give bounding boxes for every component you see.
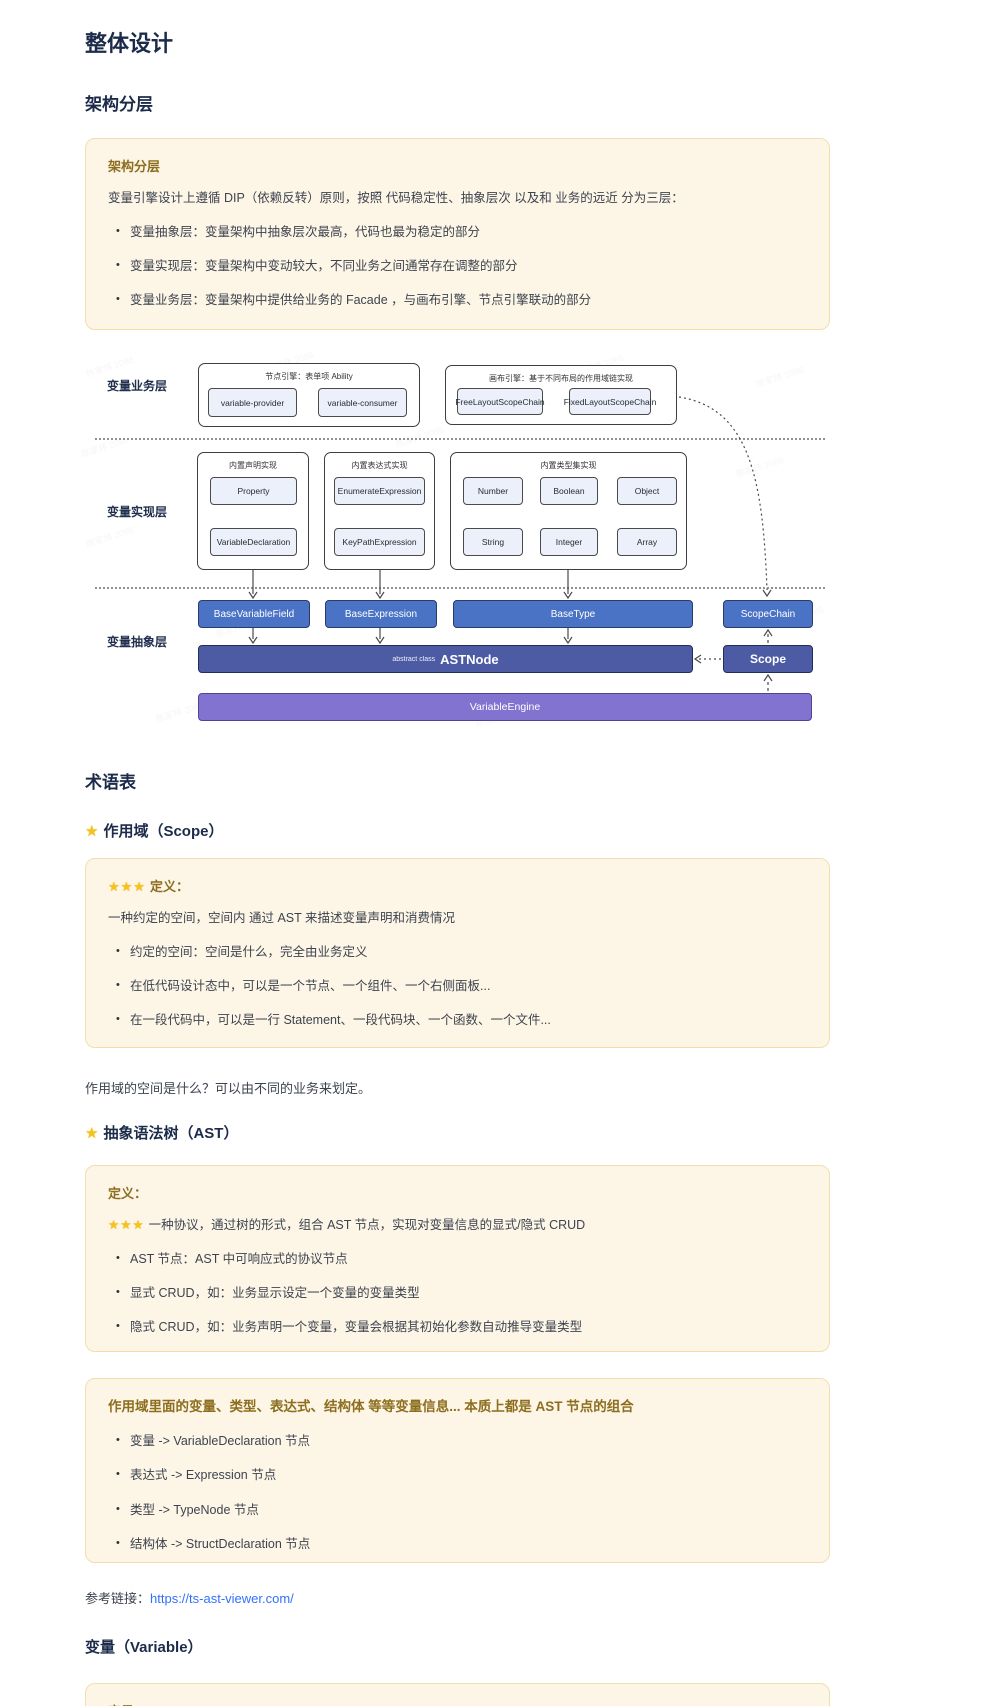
box-number: Number xyxy=(463,477,523,505)
list-item: 在低代码设计态中，可以是一个节点、一个组件、一个右侧面板... xyxy=(116,977,807,996)
box-baseexpression: BaseExpression xyxy=(325,600,437,628)
box-keypathexpression: KeyPathExpression xyxy=(334,528,425,556)
callout-title: ★★★定义： xyxy=(108,879,189,894)
list-item: 类型 -> TypeNode 节点 xyxy=(116,1501,807,1520)
list-item: AST 节点：AST 中可响应式的协议节点 xyxy=(116,1250,807,1269)
variable-callout-clipped: 变量： xyxy=(85,1683,830,1706)
list-item: 结构体 -> StructDeclaration 节点 xyxy=(116,1535,807,1554)
term-heading-variable: 变量（Variable） xyxy=(85,1639,203,1656)
box-boolean: Boolean xyxy=(540,477,598,505)
box-scope: Scope xyxy=(723,645,813,673)
list-item: 在一段代码中，可以是一行 Statement、一段代码块、一个函数、一个文件..… xyxy=(116,1011,807,1030)
star-icon: ★ xyxy=(85,1125,99,1142)
callout-body: 一种约定的空间，空间内 通过 AST 来描述变量声明和消费情况 xyxy=(108,911,456,926)
page-title: 整体设计 xyxy=(85,31,174,56)
layer-label-implementation: 变量实现层 xyxy=(107,505,168,519)
list-item: 变量实现层：变量架构中变动较大，不同业务之间通常存在调整的部分 xyxy=(116,257,807,276)
scope-definition-callout: ★★★定义： 一种约定的空间，空间内 通过 AST 来描述变量声明和消费情况 约… xyxy=(85,858,830,1048)
reference-label: 参考链接： xyxy=(85,1591,151,1606)
box-integer: Integer xyxy=(540,528,598,556)
astnode-name: ASTNode xyxy=(440,651,499,667)
callout-title: 变量： xyxy=(108,1702,807,1706)
layer-separator xyxy=(95,587,825,589)
reference-link[interactable]: https://ts-ast-viewer.com/ xyxy=(150,1591,294,1606)
group-title: 内置类型集实现 xyxy=(540,461,597,470)
watermark-text: 陈家炜 2086 xyxy=(79,434,131,460)
stars-icon: ★★★ xyxy=(108,879,146,894)
layer-label-business: 变量业务层 xyxy=(107,379,168,393)
group-title: 内置声明实现 xyxy=(229,461,277,470)
list-item: 表达式 -> Expression 节点 xyxy=(116,1466,807,1485)
list-item: 隐式 CRUD，如：业务声明一个变量，变量会根据其初始化参数自动推导变量类型 xyxy=(116,1318,807,1337)
watermark-text: 陈家炜 2086 xyxy=(754,364,806,390)
layer-label-abstraction: 变量抽象层 xyxy=(107,635,168,649)
box-astnode: abstract class ASTNode xyxy=(198,645,693,673)
callout-list: 变量 -> VariableDeclaration 节点 表达式 -> Expr… xyxy=(108,1432,807,1555)
callout-title: 定义： xyxy=(108,1186,148,1201)
term-heading-scope: ★作用域（Scope） xyxy=(85,823,224,840)
group-title: 内置表达式实现 xyxy=(351,461,408,470)
callout-list: 变量抽象层：变量架构中抽象层次最高，代码也最为稳定的部分 变量实现层：变量架构中… xyxy=(108,223,807,311)
watermark-text: 陈家炜 2086 xyxy=(734,454,786,480)
callout-title: 作用域里面的变量、类型、表达式、结构体 等等变量信息... 本质上都是 AST … xyxy=(108,1399,634,1414)
stars-icon: ★★★ xyxy=(108,1218,145,1233)
list-item: 显式 CRUD，如：业务显示设定一个变量的变量类型 xyxy=(116,1284,807,1303)
layer-separator xyxy=(95,438,825,440)
box-string: String xyxy=(463,528,523,556)
box-enumerateexpression: EnumerateExpression xyxy=(334,477,425,505)
box-variable-provider: variable-provider xyxy=(208,388,297,417)
star-icon: ★ xyxy=(85,823,99,840)
box-basevariablefield: BaseVariableField xyxy=(198,600,310,628)
ast-definition-callout: 定义： ★★★一种协议，通过树的形式，组合 AST 节点，实现对变量信息的显式/… xyxy=(85,1165,830,1352)
callout-body: ★★★一种协议，通过树的形式，组合 AST 节点，实现对变量信息的显式/隐式 C… xyxy=(108,1218,586,1233)
callout-title: 架构分层 xyxy=(108,159,161,174)
list-item: 变量 -> VariableDeclaration 节点 xyxy=(116,1432,807,1451)
box-array: Array xyxy=(617,528,677,556)
list-item: 变量业务层：变量架构中提供给业务的 Facade ，与画布引擎、节点引擎联动的部… xyxy=(116,291,807,310)
callout-list: AST 节点：AST 中可响应式的协议节点 显式 CRUD，如：业务显示设定一个… xyxy=(108,1250,807,1338)
list-item: 约定的空间：空间是什么，完全由业务定义 xyxy=(116,943,807,962)
box-object: Object xyxy=(617,477,677,505)
callout-intro: 变量引擎设计上遵循 DIP（依赖反转）原则，按照 代码稳定性、抽象层次 以及和 … xyxy=(108,191,684,206)
box-property: Property xyxy=(210,477,297,505)
box-variabledeclaration: VariableDeclaration xyxy=(210,528,297,556)
callout-list: 约定的空间：空间是什么，完全由业务定义 在低代码设计态中，可以是一个节点、一个组… xyxy=(108,943,807,1031)
box-scopechain: ScopeChain xyxy=(723,600,813,628)
reference-line: 参考链接：https://ts-ast-viewer.com/ xyxy=(85,1588,294,1607)
box-freelayout-scopechain: FreeLayoutScopeChain xyxy=(455,388,545,415)
architecture-callout: 架构分层 变量引擎设计上遵循 DIP（依赖反转）原则，按照 代码稳定性、抽象层次… xyxy=(85,138,830,330)
group-title: 画布引擎：基于不同布局的作用域链实现 xyxy=(489,374,633,383)
section-heading-glossary: 术语表 xyxy=(85,773,136,792)
group-title: 节点引擎：表单项 Ability xyxy=(265,372,353,381)
watermark-text: 陈家炜 2086 xyxy=(84,524,136,550)
box-fixedlayout-scopechain: FixedLayoutScopeChain xyxy=(564,388,656,415)
scope-label: Scope xyxy=(749,652,786,666)
box-variableengine: VariableEngine xyxy=(198,693,812,721)
list-item: 变量抽象层：变量架构中抽象层次最高，代码也最为稳定的部分 xyxy=(116,223,807,242)
section-heading-architecture: 架构分层 xyxy=(85,95,153,114)
box-basetype: BaseType xyxy=(453,600,693,628)
term-heading-ast: ★抽象语法树（AST） xyxy=(85,1125,239,1142)
scope-note: 作用域的空间是什么？可以由不同的业务来划定。 xyxy=(85,1081,372,1096)
astnode-prefix: abstract class xyxy=(392,655,436,663)
box-variable-consumer: variable-consumer xyxy=(318,388,407,417)
ast-combination-callout: 作用域里面的变量、类型、表达式、结构体 等等变量信息... 本质上都是 AST … xyxy=(85,1378,830,1563)
architecture-diagram: 陈家炜 2086 陈家炜 2086 陈家炜 2086 陈家炜 2086 陈家炜 … xyxy=(80,350,830,730)
